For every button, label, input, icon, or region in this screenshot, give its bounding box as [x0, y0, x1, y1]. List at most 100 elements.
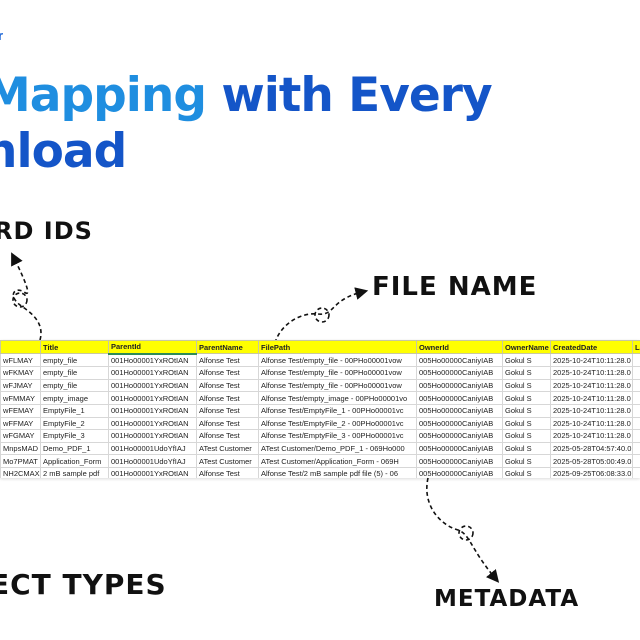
column-header[interactable]: La: [632, 340, 640, 355]
table-cell[interactable]: Alfonse Test/empty_image - 00PHo00001vo: [258, 391, 417, 405]
table-cell[interactable]: 2025-05-28T04:57:40.0: [550, 441, 633, 456]
table-cell[interactable]: 001Ho00001YxROtIAN: [108, 391, 197, 405]
table-cell[interactable]: empty_file: [40, 353, 109, 368]
table-cell[interactable]: 20: [632, 466, 640, 478]
table-cell[interactable]: 001Ho00001YxROtIAN: [108, 353, 197, 368]
table-cell[interactable]: Alfonse Test: [196, 403, 259, 418]
table-cell[interactable]: 005Ho00000CaniyIAB: [416, 403, 503, 418]
column-header[interactable]: CreatedDate: [550, 340, 633, 355]
table-cell[interactable]: Gokul S: [502, 429, 551, 443]
table-cell[interactable]: 005Ho00000CaniyIAB: [416, 441, 503, 456]
table-cell[interactable]: Alfonse Test/EmptyFile_2 - 00PHo00001vc: [258, 416, 417, 431]
table-cell[interactable]: 20: [632, 416, 640, 431]
table-cell[interactable]: 001Ho00001YxROtIAN: [108, 429, 197, 443]
table-cell[interactable]: wFEMAY: [0, 403, 41, 418]
table-cell[interactable]: 20: [632, 366, 640, 380]
table-cell[interactable]: 005Ho00000CaniyIAB: [416, 378, 503, 393]
column-header[interactable]: OwnerName: [502, 340, 551, 355]
table-cell[interactable]: Alfonse Test/EmptyFile_3 - 00PHo00001vc: [258, 429, 417, 443]
table-cell[interactable]: 005Ho00000CaniyIAB: [416, 366, 503, 380]
table-cell[interactable]: 20: [632, 441, 640, 456]
table-cell[interactable]: wFLMAY: [0, 353, 41, 368]
table-cell[interactable]: 2025-10-24T10:11:28.0: [550, 378, 633, 393]
table-cell[interactable]: 001Ho00001YxROtIAN: [108, 378, 197, 393]
table-cell[interactable]: Mo7PMAT: [0, 454, 41, 468]
table-cell[interactable]: 001Ho00001YxROtIAN: [108, 403, 197, 418]
table-cell[interactable]: Gokul S: [502, 378, 551, 393]
table-cell[interactable]: wFJMAY: [0, 378, 41, 393]
table-cell[interactable]: Gokul S: [502, 403, 551, 418]
table-cell[interactable]: 20: [632, 391, 640, 405]
column-header[interactable]: OwnerId: [416, 340, 503, 355]
table-cell[interactable]: NH2CMAX: [0, 466, 41, 478]
table-cell[interactable]: 2025-05-28T05:00:49.0: [550, 454, 633, 468]
table-cell[interactable]: Alfonse Test: [196, 391, 259, 405]
table-cell[interactable]: 2025-09-25T06:08:33.0: [550, 466, 633, 478]
table-cell[interactable]: wFFMAY: [0, 416, 41, 431]
table-cell[interactable]: 2025-10-24T10:11:28.0: [550, 403, 633, 418]
table-cell[interactable]: 20: [632, 403, 640, 418]
table-cell[interactable]: Alfonse Test/2 mB sample pdf file (5) - …: [258, 466, 417, 478]
table-cell[interactable]: Alfonse Test: [196, 416, 259, 431]
table-cell[interactable]: 001Ho00001YxROtIAN: [108, 366, 197, 380]
table-cell[interactable]: 005Ho00000CaniyIAB: [416, 466, 503, 478]
table-cell[interactable]: ATest Customer/Demo_PDF_1 - 069Ho000: [258, 441, 417, 456]
table-cell[interactable]: 20: [632, 378, 640, 393]
table-cell[interactable]: 20: [632, 353, 640, 368]
column-header[interactable]: FilePath: [258, 340, 417, 355]
table-cell[interactable]: EmptyFile_3: [40, 429, 109, 443]
table-cell[interactable]: Alfonse Test/empty_file - 00PHo00001vow: [258, 378, 417, 393]
table-cell[interactable]: Gokul S: [502, 391, 551, 405]
table-cell[interactable]: 001Ho00001UdoYfIAJ: [108, 454, 197, 468]
table-cell[interactable]: Application_Form: [40, 454, 109, 468]
table-cell[interactable]: 2025-10-24T10:11:28.0: [550, 366, 633, 380]
table-cell[interactable]: 001Ho00001UdoYfIAJ: [108, 441, 197, 456]
column-header[interactable]: ParentName: [196, 340, 259, 355]
table-cell[interactable]: 001Ho00001YxROtIAN: [108, 466, 197, 478]
table-cell[interactable]: EmptyFile_1: [40, 403, 109, 418]
table-cell[interactable]: Alfonse Test: [196, 429, 259, 443]
table-cell[interactable]: 2025-10-24T10:11:28.0: [550, 429, 633, 443]
table-cell[interactable]: Gokul S: [502, 416, 551, 431]
table-cell[interactable]: Alfonse Test/empty_file - 00PHo00001vow: [258, 353, 417, 368]
table-cell[interactable]: 005Ho00000CaniyIAB: [416, 429, 503, 443]
column-header[interactable]: Title: [40, 340, 109, 355]
table-cell[interactable]: 2025-10-24T10:11:28.0: [550, 353, 633, 368]
table-cell[interactable]: Alfonse Test: [196, 366, 259, 380]
table-cell[interactable]: Gokul S: [502, 441, 551, 456]
table-cell[interactable]: wFGMAY: [0, 429, 41, 443]
table-cell[interactable]: Alfonse Test: [196, 378, 259, 393]
table-cell[interactable]: wFKMAY: [0, 366, 41, 380]
table-cell[interactable]: Alfonse Test/empty_file - 00PHo00001vow: [258, 366, 417, 380]
column-header[interactable]: [0, 340, 41, 355]
table-cell[interactable]: 20: [632, 429, 640, 443]
table-cell[interactable]: Alfonse Test: [196, 353, 259, 368]
table-cell[interactable]: 2025-10-24T10:11:28.0: [550, 391, 633, 405]
table-cell[interactable]: Alfonse Test/EmptyFile_1 - 00PHo00001vc: [258, 403, 417, 418]
table-cell[interactable]: Gokul S: [502, 466, 551, 478]
table-cell[interactable]: Gokul S: [502, 454, 551, 468]
table-cell[interactable]: 2 mB sample pdf: [40, 466, 109, 478]
table-cell[interactable]: Gokul S: [502, 366, 551, 380]
table-cell[interactable]: wFMMAY: [0, 391, 41, 405]
table-cell[interactable]: ATest Customer: [196, 454, 259, 468]
table-cell[interactable]: empty_image: [40, 391, 109, 405]
column-header[interactable]: ParentId: [108, 340, 197, 355]
table-cell[interactable]: 2025-10-24T10:11:28.0: [550, 416, 633, 431]
table-cell[interactable]: 001Ho00001YxROtIAN: [108, 416, 197, 431]
table-cell[interactable]: EmptyFile_2: [40, 416, 109, 431]
table-cell[interactable]: ATest Customer: [196, 441, 259, 456]
table-cell[interactable]: empty_file: [40, 366, 109, 380]
table-cell[interactable]: 005Ho00000CaniyIAB: [416, 353, 503, 368]
top-link-fragment[interactable]: r: [0, 28, 4, 43]
